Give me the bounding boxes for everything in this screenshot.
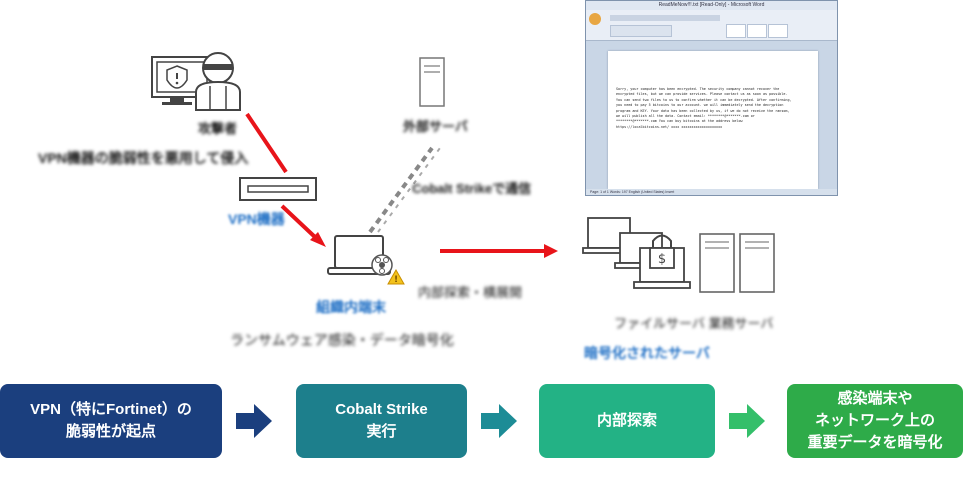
external-server-icon	[419, 57, 445, 107]
window-title: ReadMeNow!!!.txt [Read-Only] - Microsoft…	[586, 1, 837, 10]
stage-encrypt-data: 感染端末や ネットワーク上の 重要データを暗号化	[787, 384, 963, 458]
word-status-bar: Page: 1 of 1 Words: 197 English (United …	[586, 189, 837, 195]
style-normal	[726, 24, 746, 38]
attacker-icon	[151, 52, 241, 111]
style-nospacing	[747, 24, 767, 38]
server-label: 外部サーバ	[403, 119, 468, 134]
targets-label: ファイルサーバ 業務サーバ	[614, 316, 774, 331]
ransom-line: https://localbitcoins.net/ xxxx xxxxxxxx…	[616, 124, 723, 129]
pc-note: ランサムウェア感染・データ暗号化	[230, 332, 454, 348]
ransom-line: program and KEY. Your data has been coll…	[616, 108, 790, 113]
stage-vpn-entry: VPN（特にFortinet）の 脆弱性が起点	[0, 384, 222, 458]
stage-arrows	[236, 404, 765, 438]
font-group	[610, 25, 672, 37]
attack-diagram: ! $	[151, 52, 775, 293]
lateral-arrow	[440, 244, 558, 258]
ransom-line: we will publish all the data. Contact em…	[616, 114, 755, 119]
vpn-label: VPN機器	[228, 211, 285, 227]
lateral-note: 内部探索・横展開	[418, 285, 523, 300]
svg-text:$: $	[658, 252, 666, 267]
ransom-line: you need to pay 5 bitcoins to our accoun…	[616, 103, 784, 108]
office-button-icon	[589, 13, 601, 25]
word-ribbon	[586, 10, 837, 41]
stage-arrow-2	[481, 404, 517, 438]
encrypted-targets-icon: $	[582, 217, 775, 293]
ribbon-tabs	[610, 15, 720, 21]
cobalt-label: Cobalt Strikeで通信	[412, 181, 532, 196]
ransom-line: encrypted files, but we can provide serv…	[616, 92, 788, 97]
infected-pc-icon: !	[327, 235, 405, 285]
pc-label: 組織内端末	[316, 299, 386, 315]
ransom-line: ********@*******.com You can buy bitcoin…	[616, 119, 743, 124]
stage-internal-recon: 内部探索	[539, 384, 715, 458]
attacker-note: VPN機器の脆弱性を悪用して侵入	[38, 150, 249, 166]
stage-arrow-1	[236, 404, 272, 438]
encrypted-servers-label: 暗号化されたサーバ	[584, 345, 710, 361]
document-page: Sorry, your computer has been encrypted.…	[608, 51, 818, 189]
ransom-note-window: ReadMeNow!!!.txt [Read-Only] - Microsoft…	[585, 0, 838, 196]
ransom-line: Sorry, your computer has been encrypted.…	[616, 87, 780, 91]
stage-cobalt-strike: Cobalt Strike 実行	[296, 384, 467, 458]
intrusion-arrow	[245, 112, 326, 247]
attacker-label: 攻撃者	[198, 121, 238, 136]
vpn-appliance-icon	[239, 177, 317, 201]
cobalt-link-line	[368, 146, 441, 234]
ransom-line: You can send two files to us to confirm …	[616, 97, 792, 102]
stage-arrow-3	[729, 404, 765, 438]
svg-text:!: !	[394, 275, 398, 285]
style-heading	[768, 24, 788, 38]
